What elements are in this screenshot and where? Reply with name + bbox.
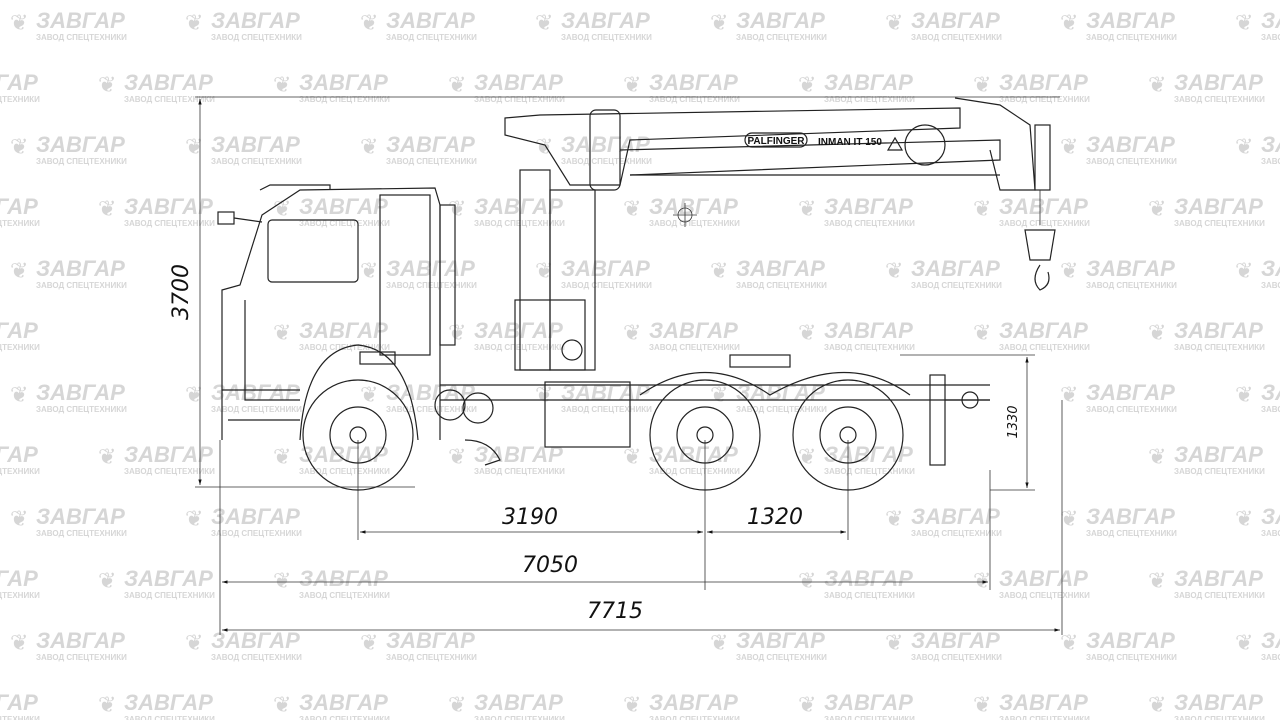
crane: PALFINGER INMAN IT 150 [504, 97, 1056, 371]
dimension-fifth-wheel-height: 1330 [900, 354, 1035, 491]
wheel-front [302, 379, 414, 491]
chassis [434, 354, 990, 466]
dimension-wheelbase: 3190 1320 [357, 440, 849, 590]
truck-cab [217, 184, 456, 441]
dim-1330: 1330 [1006, 405, 1021, 438]
dimension-lengths: 7050 7715 [219, 400, 1063, 635]
dim-3190: 3190 [502, 505, 558, 530]
crane-model: INMAN IT 150 [818, 137, 882, 148]
dimension-overall-height: 3700 [169, 96, 1060, 488]
wheels [302, 379, 904, 491]
wheel-rear-2 [792, 379, 904, 491]
dim-7050: 7050 [522, 553, 578, 578]
dim-7715: 7715 [587, 599, 643, 624]
dim-1320: 1320 [747, 505, 803, 530]
wheel-rear-1 [649, 379, 761, 491]
dim-3700: 3700 [169, 264, 194, 320]
crane-brand: PALFINGER [747, 136, 805, 147]
